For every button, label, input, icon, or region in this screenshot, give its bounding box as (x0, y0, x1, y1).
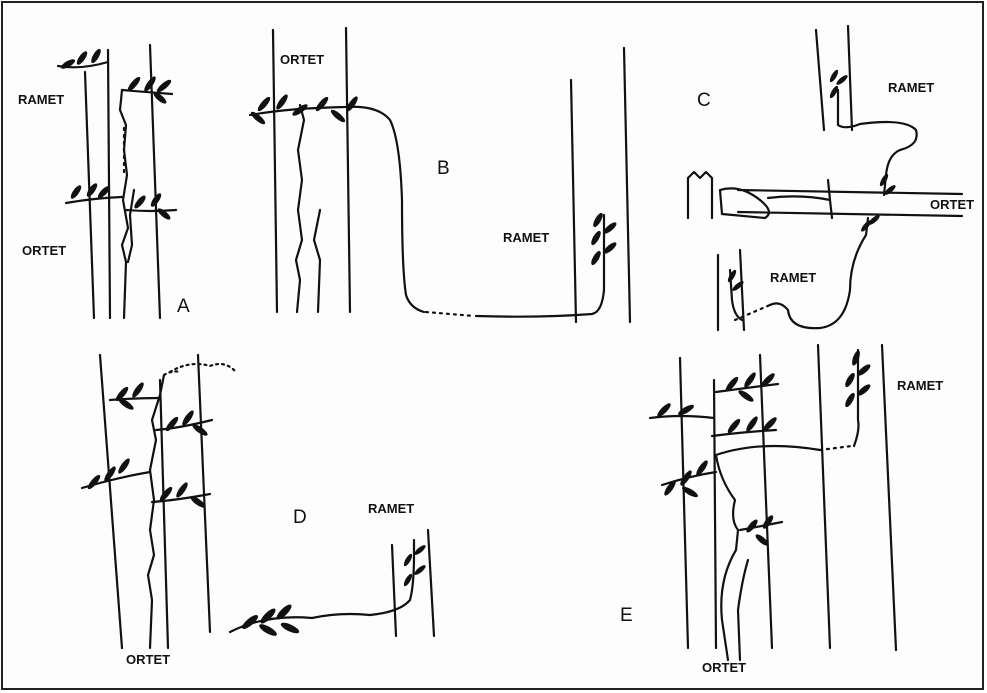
panel-e-trunk-3 (760, 355, 772, 648)
panel-b-ortet-label: ORTET (280, 52, 324, 67)
panel-d-trunk-4 (392, 545, 396, 636)
panel-e-stem (716, 455, 738, 660)
panel-b-stem-2 (314, 210, 320, 312)
panel-c-stump (688, 172, 712, 218)
panel-d-ramet-label: RAMET (368, 501, 414, 516)
panel-a-stem (120, 90, 128, 318)
panel-d-ortet-label: ORTET (126, 652, 170, 667)
panel-a-trunk-2 (108, 50, 110, 318)
panel-b-trunk-3 (571, 80, 576, 322)
panel-b-dotted-runner (426, 312, 474, 316)
panel-e-trunk-5 (882, 345, 896, 650)
panel-d-letter: D (293, 507, 307, 529)
panel-e-trunk-2 (714, 380, 716, 648)
panel-d-trunk-2 (160, 380, 168, 648)
panel-c-letter: C (697, 90, 711, 112)
panel-b-stem (296, 105, 304, 312)
panel-a-ortet-label: ORTET (22, 243, 66, 258)
panel-e-ortet-label: ORTET (702, 660, 746, 675)
panel-a-branch-4 (126, 210, 176, 211)
panel-a-drawing (58, 45, 176, 318)
panel-c-ramet-label-top: RAMET (888, 80, 934, 95)
panel-e-branch-3 (712, 430, 776, 436)
panel-e-ramet-label: RAMET (897, 378, 943, 393)
panel-e-dotted-runner (820, 446, 852, 450)
panel-c-ramet-label-bottom: RAMET (770, 270, 816, 285)
panel-c-drawing (688, 26, 962, 330)
panel-a-letter: A (177, 296, 190, 318)
panel-c-trunk-1 (816, 30, 824, 130)
panel-e-branch-5 (740, 522, 782, 530)
panel-e-drawing (650, 345, 896, 660)
panel-d-trunk-5 (428, 530, 434, 636)
panel-c-ortet-label: ORTET (930, 197, 974, 212)
panel-e-letter: E (620, 605, 633, 627)
panel-b-letter: B (437, 158, 450, 180)
panel-b-trunk-1 (273, 30, 277, 312)
panel-e-trunk-4 (818, 345, 830, 648)
panel-c-leaves (726, 69, 897, 293)
panel-a-stem-2 (128, 190, 134, 262)
panel-b-trunk-4 (624, 48, 630, 322)
panel-a-ramet-label: RAMET (18, 92, 64, 107)
panel-b-trunk-2 (346, 28, 350, 312)
panel-c-runner-1 (838, 90, 917, 195)
panel-b-ramet-label: RAMET (503, 230, 549, 245)
panel-e-runner (716, 446, 820, 455)
panel-d-dotted-top-2 (170, 364, 236, 372)
panel-e-stem-2 (738, 560, 748, 660)
panel-c-log (720, 188, 962, 218)
panel-c-trunk-2 (848, 26, 852, 130)
panel-d-runner (230, 540, 414, 632)
panel-e-trunk-1 (680, 358, 688, 648)
